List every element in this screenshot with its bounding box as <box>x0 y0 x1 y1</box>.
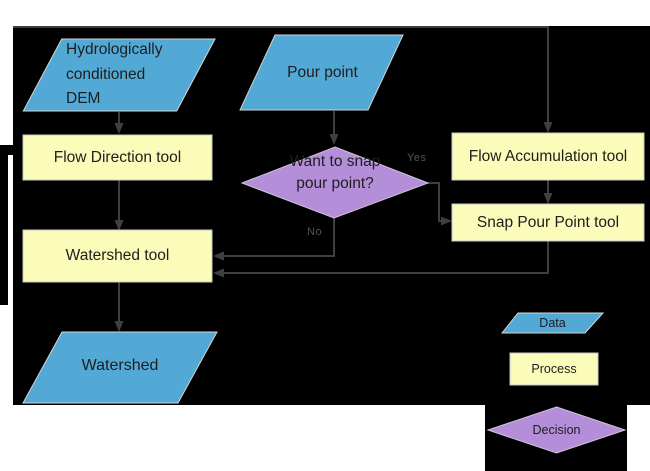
edge-top-to-flowaccumulation <box>13 26 549 124</box>
arrowhead-down-icon <box>543 122 553 133</box>
arrowhead-down-icon <box>114 321 124 332</box>
snap-pour-point-rect <box>451 203 645 242</box>
dem-node-label: Hydrologically conditioned DEM <box>66 41 163 107</box>
flow-direction-rect <box>22 134 213 181</box>
watershed-tool-rect <box>22 229 213 283</box>
snap-pour-point-node-label: Snap Pour Point tool <box>476 213 620 231</box>
legend-process-rect <box>509 352 599 386</box>
no-branch-label: No <box>307 226 323 238</box>
dem-parallelogram <box>22 38 216 112</box>
legend-decision-diamond <box>486 406 627 454</box>
arrowhead-down-icon <box>543 193 553 204</box>
legend-process-label: Process <box>531 362 577 376</box>
flow-accumulation-rect <box>451 132 645 181</box>
arrowhead-down-icon <box>114 123 124 134</box>
decision-node-label: Want to snap pour point? <box>289 153 381 192</box>
arrowhead-down-icon <box>114 220 124 231</box>
legend-data-label: Data <box>539 316 566 330</box>
arrowhead-left-icon <box>213 268 224 278</box>
yes-branch-label: Yes <box>407 152 427 164</box>
left-edge-connector-strip <box>0 145 8 305</box>
edge-snap-to-watershedtool <box>222 241 549 274</box>
pour-point-parallelogram <box>239 34 404 111</box>
pour-point-node-label: Pour point <box>287 64 358 81</box>
edge-decision-yes-to-snap <box>428 182 443 222</box>
decision-diamond <box>240 146 430 219</box>
watershed-node-label: Watershed <box>81 357 159 374</box>
watershed-tool-node-label: Watershed tool <box>65 247 170 265</box>
arrowheads <box>114 122 553 332</box>
edge-decision-no-to-watershedtool <box>222 218 335 257</box>
arrowhead-right-icon <box>441 216 452 226</box>
legend-data-parallelogram <box>500 312 605 334</box>
watershed-parallelogram <box>22 331 218 404</box>
arrowhead-left-icon <box>213 251 224 261</box>
flow-direction-node-label: Flow Direction tool <box>53 148 182 166</box>
flow-accumulation-node-label: Flow Accumulation tool <box>468 147 628 165</box>
legend-decision-label: Decision <box>532 423 581 437</box>
arrowhead-down-icon <box>329 134 339 145</box>
